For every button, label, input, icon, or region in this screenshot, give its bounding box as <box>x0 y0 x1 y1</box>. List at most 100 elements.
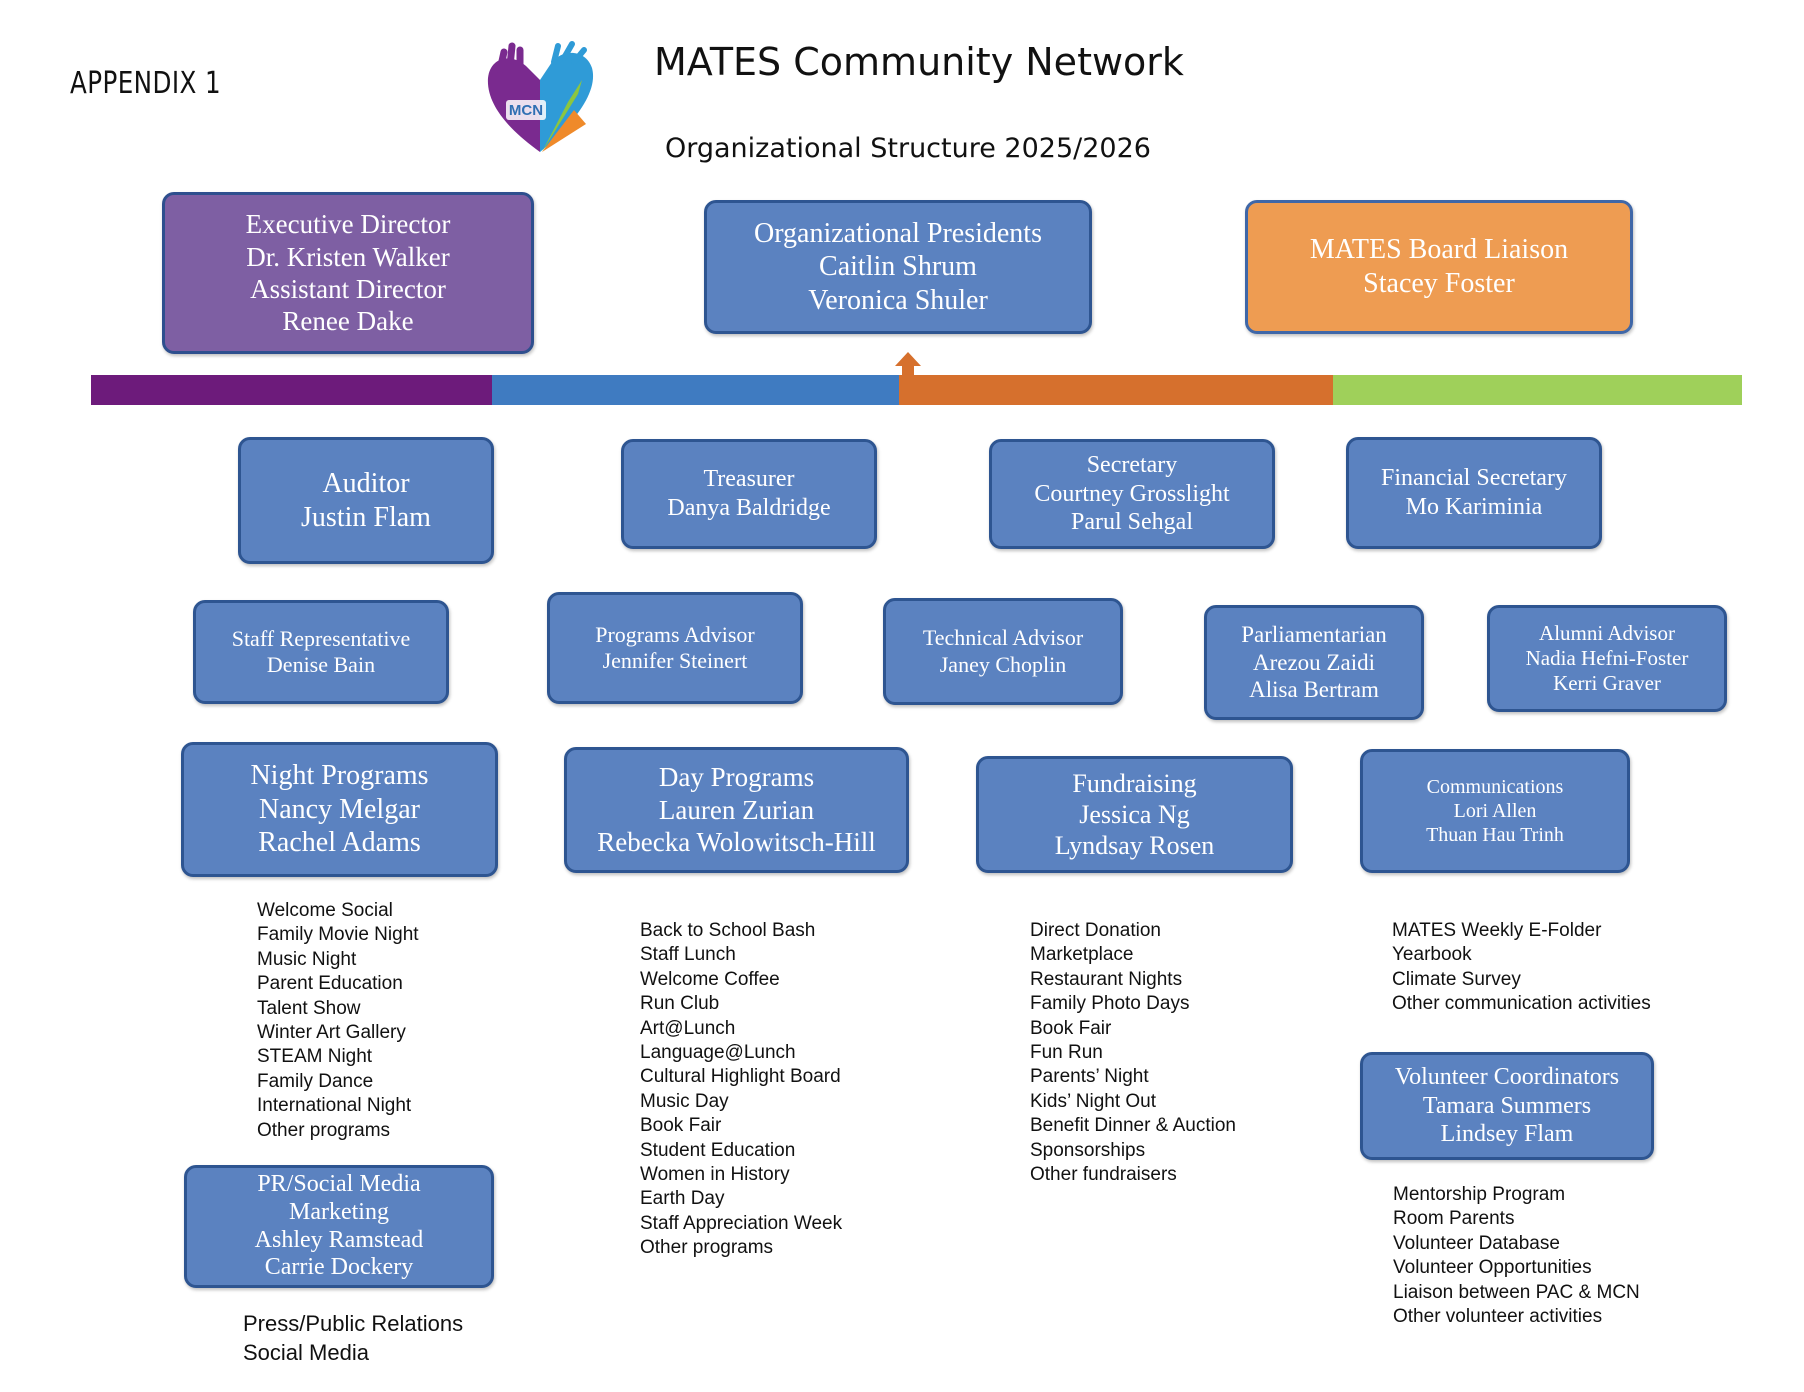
box-person-name: Jennifer Steinert <box>602 648 748 673</box>
list-item: Marketplace <box>1030 944 1134 966</box>
box-person-name: Kerri Graver <box>1553 671 1661 696</box>
divider-bar-purple <box>91 375 492 405</box>
box-person-name: Nancy Melgar <box>259 793 420 825</box>
list-item: Other programs <box>257 1119 391 1141</box>
box-person-name: Lindsey Flam <box>1440 1121 1574 1148</box>
list-item: Book Fair <box>640 1115 722 1137</box>
box-person-name: Assistant Director <box>250 274 446 304</box>
box-role-label: Parliamentarian <box>1241 622 1387 648</box>
box-person-name: Denise Bain <box>266 652 376 677</box>
list-item: Benefit Dinner & Auction <box>1030 1115 1236 1137</box>
box-person-name: Courtney Grosslight <box>1034 480 1230 507</box>
list-item: Volunteer Opportunities <box>1393 1257 1592 1279</box>
list-item: Fun Run <box>1030 1042 1103 1064</box>
list-item: Kids’ Night Out <box>1030 1090 1157 1112</box>
box-person-name: Veronica Shuler <box>808 284 988 316</box>
box-role-label: Treasurer <box>703 466 795 493</box>
list-item: MATES Weekly E-Folder <box>1392 920 1602 941</box>
box-person-name: Caitlin Shrum <box>819 251 977 283</box>
box-role-label: Programs Advisor <box>595 621 755 647</box>
box-person-name: Parul Sehgal <box>1071 509 1193 536</box>
box-role-label: Financial Secretary <box>1381 465 1567 492</box>
box-person-name: Alisa Bertram <box>1249 677 1379 703</box>
box-person-name: Renee Dake <box>282 306 414 337</box>
box-person-name: Marketing <box>289 1198 389 1225</box>
list-item: Parent Education <box>257 973 403 995</box>
box-role-label: Communications <box>1426 776 1564 798</box>
box-role-label: Staff Representative <box>231 625 411 651</box>
appendix-label: APPENDIX 1 <box>70 66 222 101</box>
list-item: Yearbook <box>1392 944 1472 966</box>
page-title: MATES Community Network <box>654 40 1184 84</box>
list-item: Staff Lunch <box>640 944 736 966</box>
box-person-name: Rebecka Wolowitsch-Hill <box>597 827 876 858</box>
box-role-label: MATES Board Liaison <box>1309 234 1569 266</box>
list-item: Other programs <box>640 1237 774 1259</box>
list-item: Winter Art Gallery <box>257 1022 406 1044</box>
box-role-label: Secretary <box>1086 451 1178 478</box>
list-item: Women in History <box>640 1164 790 1186</box>
list-item: Book Fair <box>1030 1017 1112 1039</box>
list-item: Family Dance <box>257 1070 374 1092</box>
list-item: Social Media <box>243 1340 369 1365</box>
box-role-label: Organizational Presidents <box>754 217 1042 249</box>
list-item: Language@Lunch <box>640 1042 796 1064</box>
list-item: Back to School Bash <box>640 920 816 941</box>
box-person-name: Rachel Adams <box>258 827 421 859</box>
list-item: Liaison between PAC & MCN <box>1393 1281 1640 1303</box>
box-role-label: Alumni Advisor <box>1539 620 1675 645</box>
box-role-label: PR/Social Media <box>257 1171 421 1198</box>
list-item: Family Photo Days <box>1030 993 1190 1015</box>
box-person-name: Janey Choplin <box>939 651 1067 677</box>
box-person-name: Jessica Ng <box>1079 799 1190 829</box>
list-item: Other volunteer activities <box>1393 1306 1603 1328</box>
list-item: Cultural Highlight Board <box>640 1066 841 1088</box>
box-role-label: Fundraising <box>1072 768 1197 798</box>
list-item: Talent Show <box>257 997 361 1019</box>
box-person-name: Dr. Kristen Walker <box>246 241 450 272</box>
box-person-name: Carrie Dockery <box>264 1254 414 1281</box>
box-person-name: Thuan Hau Trinh <box>1426 824 1564 846</box>
list-item: Mentorship Program <box>1393 1184 1566 1205</box>
box-role-label: Auditor <box>322 467 410 499</box>
list-item: Welcome Social <box>257 900 393 921</box>
list-item: Welcome Coffee <box>640 968 780 990</box>
list-item: Other communication activities <box>1392 993 1651 1015</box>
mcn-logo: MCN <box>487 41 594 152</box>
list-item: Parents’ Night <box>1030 1066 1149 1088</box>
box-person-name: Lauren Zurian <box>658 794 815 825</box>
list-item: STEAM Night <box>257 1046 373 1068</box>
list-item: Sponsorships <box>1030 1139 1146 1161</box>
list-item: Restaurant Nights <box>1030 968 1183 990</box>
list-item: Press/Public Relations <box>243 1311 464 1336</box>
box-role-label: Day Programs <box>658 762 815 793</box>
box-person-name: Tamara Summers <box>1422 1092 1592 1119</box>
list-item: Student Education <box>640 1139 796 1161</box>
list-item: Family Movie Night <box>257 924 419 946</box>
list-item: Earth Day <box>640 1188 725 1210</box>
list-item: Staff Appreciation Week <box>640 1212 843 1234</box>
page-subtitle: Organizational Structure 2025/2026 <box>665 133 1151 164</box>
divider-bar-orange <box>899 375 1333 405</box>
box-person-name: Ashley Ramstead <box>254 1226 424 1253</box>
list-item: Art@Lunch <box>640 1017 736 1039</box>
list-item: Run Club <box>640 993 720 1015</box>
